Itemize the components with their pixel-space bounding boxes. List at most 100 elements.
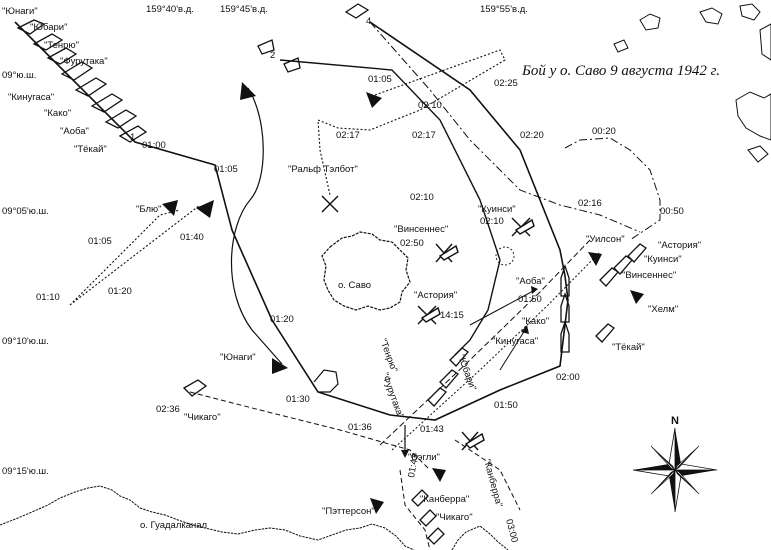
ship-label-furutaka: "Фурутака" [60, 56, 108, 67]
ship-label-chicago: "Чикаго" [184, 412, 221, 423]
guadalcanal-label: о. Гуадалканал [140, 520, 207, 531]
track-marker-two: 2 [270, 50, 275, 61]
time-0210-c: 02:10 [480, 216, 504, 227]
time-1415: 14:15 [440, 310, 464, 321]
ship-label-ralph-talbot: "Ральф Тэлбот" [288, 164, 358, 175]
time-0100: 01:00 [142, 140, 166, 151]
southern-ships [411, 489, 445, 545]
ship-label-tenryu-center: "Тенрю" [377, 337, 399, 374]
track-start-ship-1 [344, 3, 370, 19]
time-0150-b: 01:50 [518, 294, 542, 305]
florida-islands [613, 3, 771, 163]
vincennes-sunk-symbol [435, 243, 459, 263]
ship-label-helm: "Хелм" [648, 304, 678, 315]
yunagi-track [313, 369, 339, 393]
time-0217-a: 02:17 [336, 130, 360, 141]
time-0140: 01:40 [180, 232, 204, 243]
canberra-sunk-symbol [461, 431, 485, 451]
chicago-ship-icon [182, 379, 208, 397]
chicago-track [189, 391, 429, 469]
ship-label-aoba: "Аоба" [60, 126, 89, 137]
ralph-talbot-track [317, 49, 506, 196]
tenryu-track [379, 239, 591, 446]
ship-label-blue: "Блю" [136, 204, 162, 215]
savo-island-label: о. Саво [338, 280, 371, 291]
ship-label-yunagi: "Юнаги" [2, 6, 38, 17]
time-0217-b: 02:17 [412, 130, 436, 141]
ship-label-canberra-sunk: "Канберра" [481, 458, 504, 508]
kinugasa-arrow-head [521, 325, 529, 334]
kinugasa-arrow [499, 329, 526, 371]
southern-group-track [399, 439, 521, 550]
time-0200: 02:00 [556, 372, 580, 383]
time-0150-a: 01:50 [494, 400, 518, 411]
vincennes-turn-circle [495, 246, 515, 266]
compass-rose: N [632, 415, 718, 513]
ship-label-wilson: "Уилсон" [586, 234, 625, 245]
time-0250: 02:50 [400, 238, 424, 249]
ship-label-kako-east: "Како" [522, 316, 549, 327]
latitude-label-4: 09°15'ю.ш. [2, 466, 49, 477]
time-0216: 02:16 [578, 198, 602, 209]
ship-label-tenryu: "Тенрю" [44, 40, 79, 51]
guadalcanal-coast-east [451, 525, 509, 550]
longitude-label-2: 159°45'в.д. [220, 4, 268, 15]
wilson-track [564, 137, 661, 241]
yubari-track [391, 251, 601, 451]
ship-label-quincy-sunk: "Куинси" [478, 204, 516, 215]
time-0300: 03:00 [503, 518, 520, 544]
time-0143-a: 01:43 [420, 424, 444, 435]
time-0020: 00:20 [592, 126, 616, 137]
time-0136: 01:36 [348, 422, 372, 433]
compass-north-label: N [671, 415, 679, 427]
ship-label-patterson: "Пэттерсон" [322, 506, 375, 517]
time-0210-b: 02:10 [418, 100, 442, 111]
blue-patrol-track [69, 204, 201, 306]
ship-label-yunagi-lower: "Юнаги" [220, 352, 256, 363]
center-group-ships [427, 347, 469, 407]
ship-label-astoria-sunk: "Астория" [414, 290, 457, 301]
ship-label-kako: "Како" [44, 108, 71, 119]
time-0105-c: 01:05 [88, 236, 112, 247]
chokai-inner-track [279, 59, 501, 356]
track-marker-four: 4 [366, 16, 371, 27]
ship-label-chokai-east: "Тёкай" [612, 342, 645, 353]
time-0105-a: 01:05 [214, 164, 238, 175]
northern-group-track [369, 21, 641, 233]
time-0225: 02:25 [494, 78, 518, 89]
latitude-label-2: 09°05'ю.ш. [2, 206, 49, 217]
ralph-talbot-sunk-symbol [321, 195, 339, 213]
time-0130: 01:30 [286, 394, 310, 405]
ship-label-vincennes-sunk: "Винсеннес" [394, 224, 448, 235]
time-0143-b: 01:43 [406, 453, 421, 478]
ship-label-quincy: "Куинси" [644, 254, 682, 265]
ship-label-chokai: "Тёкай" [74, 144, 107, 155]
ship-label-kinugasa: "Кинугаса" [8, 92, 54, 103]
guadalcanal-coastline [0, 485, 415, 550]
time-0220: 02:20 [520, 130, 544, 141]
time-0110: 01:10 [36, 292, 60, 303]
map-title: Бой у о. Саво 9 августа 1942 г. [521, 63, 720, 79]
ship-label-chicago-south: "Чикаго" [436, 512, 473, 523]
longitude-label-3: 159°55'в.д. [480, 4, 528, 15]
aoba-arrow-head [531, 286, 538, 294]
ship-label-yubari-center: "Юбари" [455, 353, 478, 392]
track-marker-one: 1 [130, 132, 135, 143]
astoria-sunk-symbol [417, 305, 441, 325]
east-column-ships [560, 263, 570, 353]
chokai-ship-icon [595, 323, 615, 343]
longitude-label-1: 159°40'в.д. [146, 4, 194, 15]
time-0210-a: 02:10 [410, 192, 434, 203]
time-0120-a: 01:20 [108, 286, 132, 297]
time-0120-b: 01:20 [270, 314, 294, 325]
sunk-ship-symbols [321, 195, 535, 451]
yunagi-separate-track [230, 87, 283, 365]
latitude-label-3: 09°10'ю.ш. [2, 336, 49, 347]
quincy-sunk-symbol [511, 217, 535, 237]
direction-triangles [162, 82, 644, 514]
time-0236: 02:36 [156, 404, 180, 415]
ship-label-bagley: "Бэгли" [408, 452, 440, 463]
ship-label-kinugasa-east: "Кинугаса" [492, 336, 538, 347]
ship-label-canberra: "Канберра" [420, 494, 469, 505]
